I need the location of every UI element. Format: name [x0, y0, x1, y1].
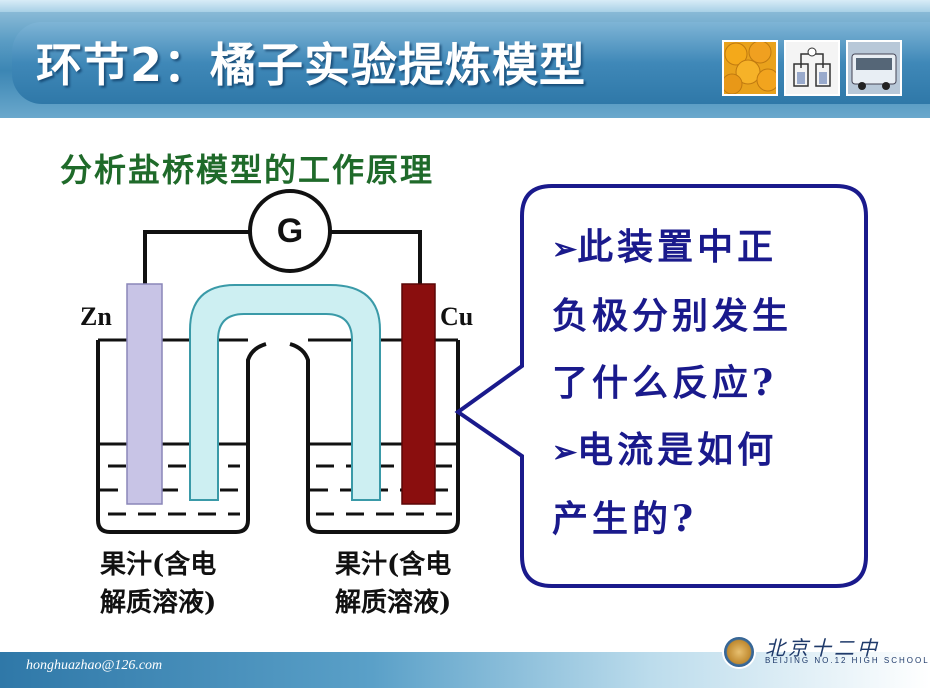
- right-beaker-label-line1: 果汁(含电: [335, 550, 452, 580]
- question-1-line-2: 负极分别发生: [552, 295, 793, 337]
- footer-bar: [0, 652, 930, 688]
- galvanometer-circle: [248, 189, 332, 273]
- left-beaker-label-line2: 解质溶液): [100, 588, 217, 618]
- cu-label: Cu: [440, 302, 474, 331]
- apparatus-thumbnail: [784, 40, 840, 96]
- question-1-text: 此装置中正: [577, 226, 778, 268]
- orange-thumbnail: [722, 40, 778, 96]
- bullet-arrow-icon: ➢: [552, 232, 578, 267]
- question-2-text: 电流是如何: [577, 429, 778, 471]
- right-beaker-label-line2: 解质溶液): [335, 588, 452, 618]
- galvanometer-label: G: [276, 212, 304, 250]
- zn-label: Zn: [80, 302, 112, 331]
- left-beaker: [96, 338, 267, 534]
- school-name-cn: 北京十二中: [765, 636, 880, 660]
- bus-thumbnail: [846, 40, 902, 96]
- footer-email: honghuazhao@126.com: [26, 658, 163, 673]
- header-stripe: [0, 0, 930, 12]
- question-1-line-3: 了什么反应?: [552, 362, 778, 404]
- page-title: 环节2：橘子实验提炼模型: [36, 38, 587, 92]
- zn-electrode: [126, 283, 163, 505]
- section-subtitle: 分析盐桥模型的工作原理: [60, 151, 435, 189]
- cu-electrode: [401, 283, 436, 505]
- question-2-line-1: ➢电流是如何: [552, 417, 842, 486]
- question-2-line-2: 产生的?: [552, 498, 698, 540]
- school-logo-icon: [722, 635, 756, 669]
- left-wire: [143, 230, 252, 290]
- school-name-en: BEIJING NO.12 HIGH SCHOOL: [765, 656, 930, 665]
- right-beaker-label: 果汁(含电 解质溶液): [335, 546, 451, 622]
- callout-bubble: [454, 184, 868, 588]
- left-beaker-label: 果汁(含电 解质溶液): [100, 546, 216, 622]
- right-wire: [330, 230, 422, 290]
- callout-text: ➢此装置中正 负极分别发生 了什么反应? ➢电流是如何 产生的?: [552, 214, 842, 553]
- left-beaker-label-line1: 果汁(含电: [100, 550, 217, 580]
- salt-bridge: [189, 284, 381, 501]
- bullet-arrow-icon: ➢: [552, 435, 578, 470]
- question-1-line-1: ➢此装置中正: [552, 214, 842, 283]
